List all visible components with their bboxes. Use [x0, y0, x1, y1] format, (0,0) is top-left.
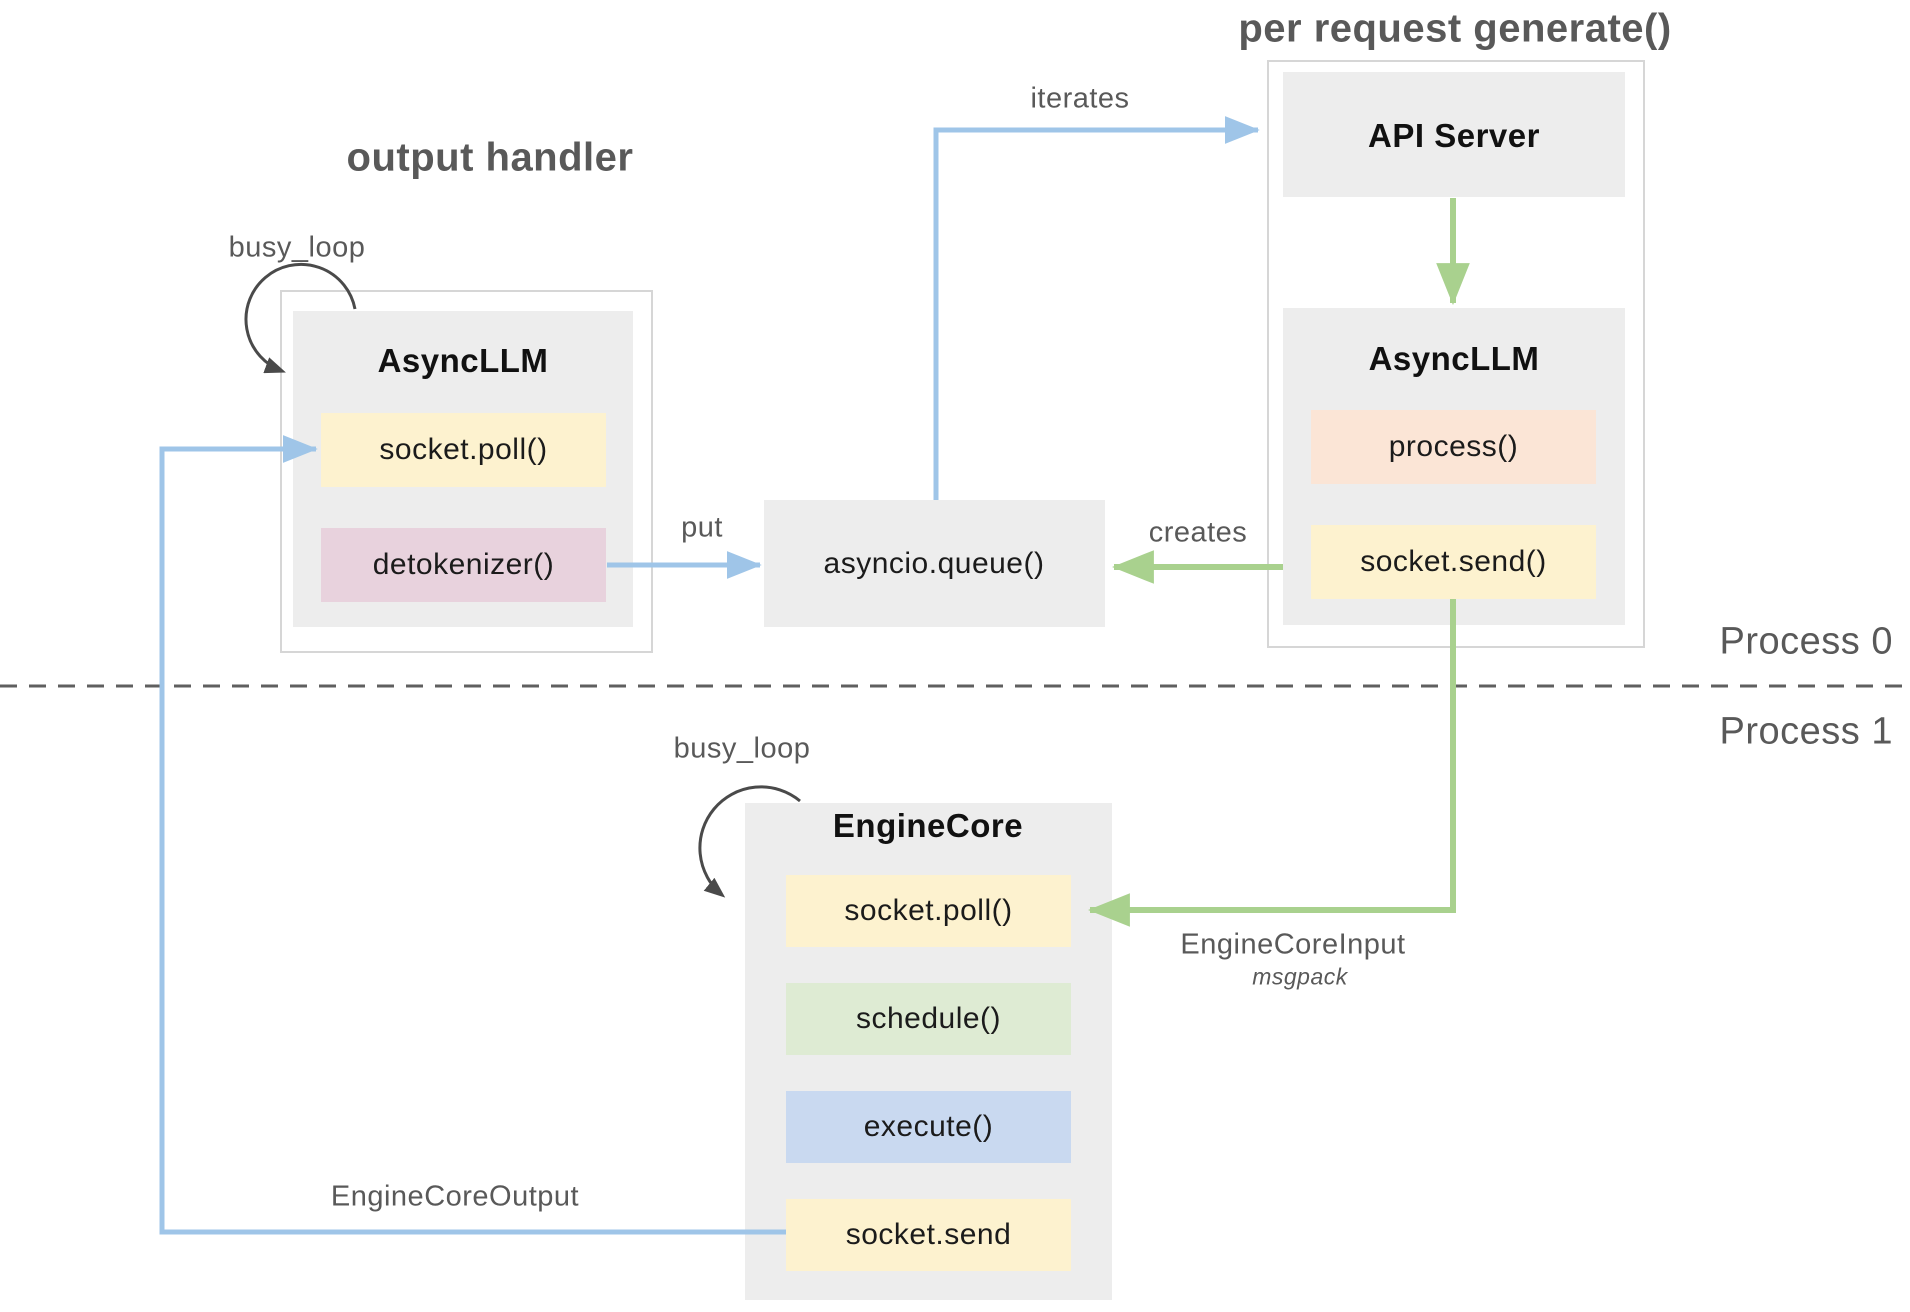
per-request-generate-title: per request generate() — [1238, 6, 1672, 51]
put-label: put — [681, 511, 723, 544]
creates-label: creates — [1148, 516, 1248, 549]
asyncio-queue-panel — [764, 500, 1105, 627]
engine-core-input-label: EngineCoreInput — [1180, 928, 1406, 961]
asyncllm-left-title: AsyncLLM — [377, 342, 549, 379]
process-0-label: Process 0 — [1719, 620, 1893, 663]
iterates-arrow — [933, 116, 1260, 500]
execute-chip: execute() — [786, 1091, 1071, 1163]
engine-core-title: EngineCore — [832, 807, 1024, 844]
process-1-label: Process 1 — [1719, 710, 1893, 753]
output-handler-title: output handler — [346, 135, 634, 180]
api-server-title: API Server — [1368, 117, 1540, 154]
asyncllm-right-title: AsyncLLM — [1368, 340, 1540, 377]
engine-socket-send-chip: socket.send — [786, 1199, 1071, 1271]
asyncio-queue-label: asyncio.queue() — [823, 547, 1045, 580]
right-socket-send-chip: socket.send() — [1311, 525, 1596, 599]
engine-socket-poll-chip: socket.poll() — [786, 875, 1071, 947]
schedule-chip: schedule() — [786, 983, 1071, 1055]
busy-loop-engine-label: busy_loop — [673, 732, 811, 765]
iterates-label: iterates — [1030, 82, 1130, 115]
process-chip: process() — [1311, 410, 1596, 484]
msgpack-label: msgpack — [1252, 963, 1348, 990]
engine-core-output-label: EngineCoreOutput — [330, 1180, 580, 1213]
detokenizer-chip: detokenizer() — [321, 528, 606, 602]
api-server-panel — [1283, 72, 1625, 197]
left-socket-poll-chip: socket.poll() — [321, 413, 606, 487]
busy-loop-left-label: busy_loop — [228, 231, 366, 264]
